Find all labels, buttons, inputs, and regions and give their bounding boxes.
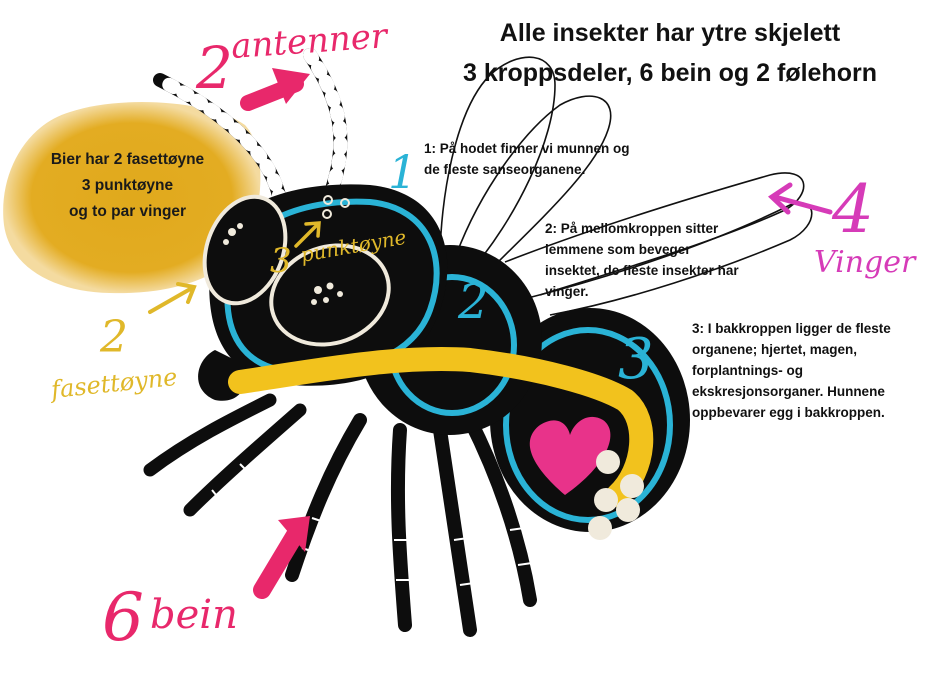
title-line-1: Alle insekter har ytre skjelett (405, 16, 935, 50)
note-2-line-4: vinger. (545, 281, 739, 302)
leg-4 (398, 430, 405, 625)
note-2-line-1: 2: På mellomkroppen sitter (545, 218, 739, 239)
label-fasett: fasettøyne (48, 363, 179, 404)
antenner-arrow (248, 68, 310, 104)
note-3-line-3: forplantnings- og (692, 360, 891, 381)
pollen-blob-text: Bier har 2 fasettøyne 3 punktøyne og to … (20, 147, 235, 225)
label-vinger: Vinger (814, 245, 917, 280)
part-number-3: 3 (618, 327, 654, 392)
label-antenner-number: 2 (195, 34, 233, 102)
note-3-line-4: ekskresjonsorganer. Hunnene (692, 381, 891, 402)
note-3: 3: I bakkroppen ligger de fleste organen… (692, 318, 891, 423)
note-3-line-2: organene; hjertet, magen, (692, 339, 891, 360)
label-punkt-number: 3 (270, 241, 292, 281)
part-number-1: 1 (388, 145, 417, 199)
note-1-line-2: de fleste sanseorganene. (424, 159, 630, 180)
leg-5 (440, 430, 470, 630)
blob-line-3: og to par vinger (20, 199, 235, 225)
vinger-arrow (772, 185, 830, 212)
note-1: 1: På hodet finner vi munnen og de flest… (424, 138, 630, 180)
leg-2 (190, 410, 300, 510)
label-antenner: antenner (230, 16, 390, 67)
note-3-line-5: oppbevarer egg i bakkroppen. (692, 402, 891, 423)
label-fasett-number: 2 (99, 312, 128, 363)
part-number-2: 2 (457, 274, 489, 330)
title-line-2: 3 kroppsdeler, 6 bein og 2 følehorn (405, 56, 935, 90)
note-3-line-1: 3: I bakkroppen ligger de fleste (692, 318, 891, 339)
leg-3 (292, 420, 360, 575)
note-2-line-3: insektet, de fleste insekter har (545, 260, 739, 281)
note-1-line-1: 1: På hodet finner vi munnen og (424, 138, 630, 159)
blob-line-1: Bier har 2 fasettøyne (20, 147, 235, 173)
blob-line-2: 3 punktøyne (20, 173, 235, 199)
label-bein: bein (150, 592, 238, 638)
label-vinger-number: 4 (831, 171, 874, 248)
note-2: 2: På mellomkroppen sitter lemmene som b… (545, 218, 739, 302)
note-2-line-2: lemmene som beveger (545, 239, 739, 260)
label-bein-number: 6 (102, 579, 144, 656)
